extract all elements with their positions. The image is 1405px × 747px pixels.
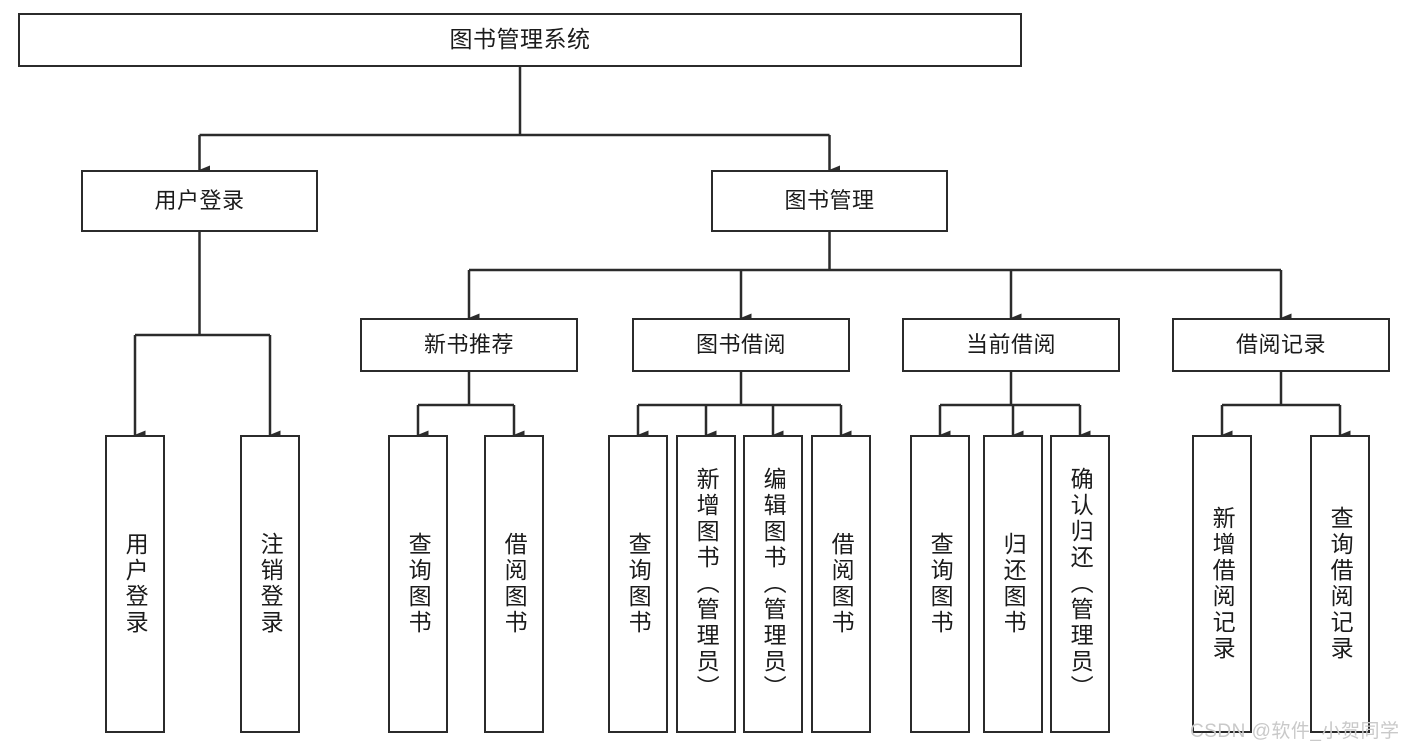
node-label: 查询图书	[927, 532, 954, 636]
node-l-logout[interactable]: 注销登录	[240, 435, 300, 733]
node-login[interactable]: 用户登录	[81, 170, 318, 232]
node-newbook[interactable]: 新书推荐	[360, 318, 578, 372]
node-l-query3[interactable]: 查询图书	[910, 435, 970, 733]
node-l-login[interactable]: 用户登录	[105, 435, 165, 733]
node-l-query1[interactable]: 查询图书	[388, 435, 448, 733]
node-label: 查询图书	[405, 532, 432, 636]
node-l-add[interactable]: 新增图书（管理员）	[676, 435, 736, 733]
node-label: 新增借阅记录	[1209, 506, 1236, 662]
node-label: 用户登录	[122, 532, 149, 636]
node-l-confirm[interactable]: 确认归还（管理员）	[1050, 435, 1110, 733]
node-label: 当前借阅	[965, 332, 1056, 358]
node-label: 借阅图书	[828, 532, 855, 636]
node-borrow[interactable]: 图书借阅	[632, 318, 850, 372]
node-l-addrec[interactable]: 新增借阅记录	[1192, 435, 1252, 733]
node-label: 借阅图书	[501, 532, 528, 636]
node-l-edit[interactable]: 编辑图书（管理员）	[743, 435, 803, 733]
node-label: 编辑图书（管理员）	[760, 467, 787, 701]
node-bookmgmt[interactable]: 图书管理	[711, 170, 948, 232]
node-label: 用户登录	[154, 188, 245, 214]
node-l-borrow1[interactable]: 借阅图书	[484, 435, 544, 733]
node-label: 图书借阅	[695, 332, 786, 358]
edge-lines	[133, 67, 1351, 440]
node-records[interactable]: 借阅记录	[1172, 318, 1390, 372]
node-label: 新书推荐	[423, 332, 514, 358]
node-label: 查询图书	[625, 532, 652, 636]
node-label: 图书管理系统	[449, 26, 591, 53]
node-root[interactable]: 图书管理系统	[18, 13, 1022, 67]
node-label: 图书管理	[784, 188, 875, 214]
node-label: 新增图书（管理员）	[693, 467, 720, 701]
node-label: 查询借阅记录	[1327, 506, 1354, 662]
node-label: 注销登录	[257, 532, 284, 636]
node-label: 借阅记录	[1235, 332, 1326, 358]
node-l-query2[interactable]: 查询图书	[608, 435, 668, 733]
node-current[interactable]: 当前借阅	[902, 318, 1120, 372]
node-l-queryrec[interactable]: 查询借阅记录	[1310, 435, 1370, 733]
node-l-borrow2[interactable]: 借阅图书	[811, 435, 871, 733]
node-label: 归还图书	[1000, 532, 1027, 636]
node-label: 确认归还（管理员）	[1067, 467, 1094, 701]
node-l-return[interactable]: 归还图书	[983, 435, 1043, 733]
